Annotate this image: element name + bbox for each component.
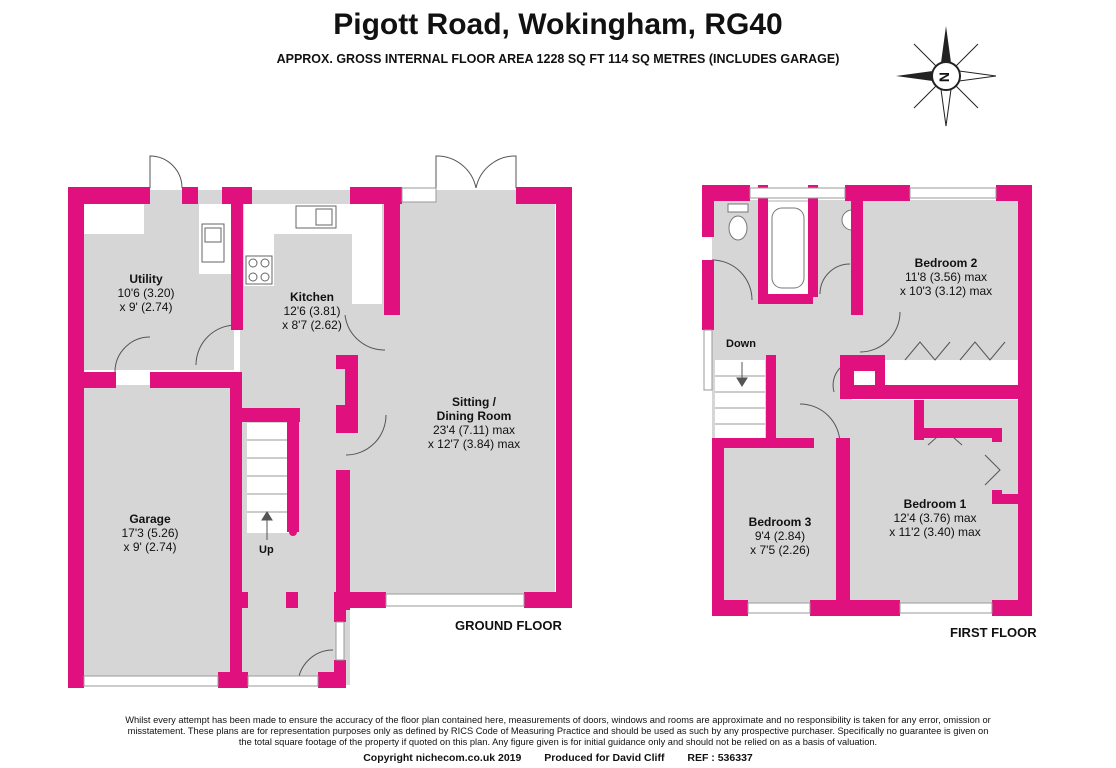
- upper-stair-treads: [715, 375, 765, 425]
- room-garage-dim2: x 9' (2.74): [123, 540, 177, 554]
- room-bedroom1-dim2: x 11'2 (3.40) max: [889, 525, 981, 539]
- kitchen-worktop-right: [352, 204, 382, 304]
- upper-stairs: [715, 360, 765, 440]
- ground-floor-area: [84, 190, 555, 685]
- hob-icon: [245, 255, 273, 285]
- utility-worktop: [84, 204, 144, 234]
- footer-producer: Produced for David Cliff: [544, 752, 665, 764]
- up-label: Up: [259, 544, 274, 556]
- compass-letter: N: [936, 71, 953, 83]
- door-swings: [114, 155, 517, 686]
- kitchen-sink-icon: [295, 205, 337, 229]
- room-bedroom2: Bedroom 2 11'8 (3.56) max x 10'3 (3.12) …: [900, 256, 992, 298]
- wc-icon: [727, 203, 749, 241]
- utility-sink-icon: [201, 223, 225, 263]
- room-utility-name: Utility: [129, 272, 163, 286]
- bath-icon: [768, 202, 808, 294]
- first-floor-walls: [702, 185, 1032, 616]
- first-windows: [703, 187, 997, 614]
- room-bedroom3: Bedroom 3 9'4 (2.84) x 7'5 (2.26): [749, 515, 812, 557]
- room-kitchen-dim1: 12'6 (3.81): [283, 304, 341, 318]
- down-label: Down: [726, 338, 756, 350]
- down-arrow-icon: [736, 362, 748, 387]
- room-kitchen: Kitchen 12'6 (3.81) x 8'7 (2.62): [282, 290, 342, 332]
- floor-area-subtitle: APPROX. GROSS INTERNAL FLOOR AREA 1228 S…: [276, 52, 840, 66]
- footer-ref: REF : 536337: [687, 752, 753, 764]
- compass-icon: [896, 26, 997, 127]
- disclaimer-text: Whilst every attempt has been made to en…: [125, 715, 991, 747]
- room-sitting-name2: Dining Room: [436, 409, 512, 423]
- ground-floor-label: GROUND FLOOR: [455, 618, 562, 633]
- footer: Copyright nichecom.co.uk 2019 Produced f…: [0, 752, 1116, 764]
- room-bedroom3-dim2: x 7'5 (2.26): [750, 543, 810, 557]
- basin-icon: [841, 209, 853, 231]
- room-bedroom2-name: Bedroom 2: [914, 256, 978, 270]
- room-bedroom2-dim2: x 10'3 (3.12) max: [899, 284, 993, 298]
- room-sitting-dim1: 23'4 (7.11) max: [432, 423, 516, 437]
- stair-treads: [247, 439, 289, 513]
- room-garage-name: Garage: [129, 512, 171, 526]
- room-bedroom3-dim1: 9'4 (2.84): [754, 529, 806, 543]
- room-bedroom1: Bedroom 1 12'4 (3.76) max x 11'2 (3.40) …: [889, 497, 980, 539]
- room-bedroom1-dim1: 12'4 (3.76) max: [893, 511, 977, 525]
- up-arrow-icon: [261, 511, 273, 540]
- room-utility-dim2: x 9' (2.74): [119, 300, 173, 314]
- room-kitchen-name: Kitchen: [289, 290, 334, 304]
- room-sitting: Sitting / Dining Room 23'4 (7.11) max x …: [428, 395, 520, 451]
- room-bedroom1-name: Bedroom 1: [903, 497, 967, 511]
- room-garage-dim1: 17'3 (5.26): [121, 526, 179, 540]
- ground-floor-walls: [68, 187, 572, 688]
- bath-outline: [771, 207, 805, 289]
- ground-windows: [83, 187, 525, 687]
- room-bedroom2-dim1: 11'8 (3.56) max: [904, 270, 988, 284]
- room-kitchen-dim2: x 8'7 (2.62): [282, 318, 342, 332]
- first-floor-label: FIRST FLOOR: [950, 625, 1037, 640]
- room-sitting-name: Sitting /: [452, 395, 496, 409]
- room-garage: Garage 17'3 (5.26) x 9' (2.74): [122, 512, 179, 554]
- room-utility-dim1: 10'6 (3.20): [117, 286, 175, 300]
- plan-title: Pigott Road, Wokingham, RG40: [333, 8, 783, 41]
- room-bedroom3-name: Bedroom 3: [748, 515, 812, 529]
- room-sitting-dim2: x 12'7 (3.84) max: [427, 437, 521, 451]
- footer-copyright: Copyright nichecom.co.uk 2019: [363, 752, 522, 764]
- room-utility: Utility 10'6 (3.20) x 9' (2.74): [118, 272, 175, 314]
